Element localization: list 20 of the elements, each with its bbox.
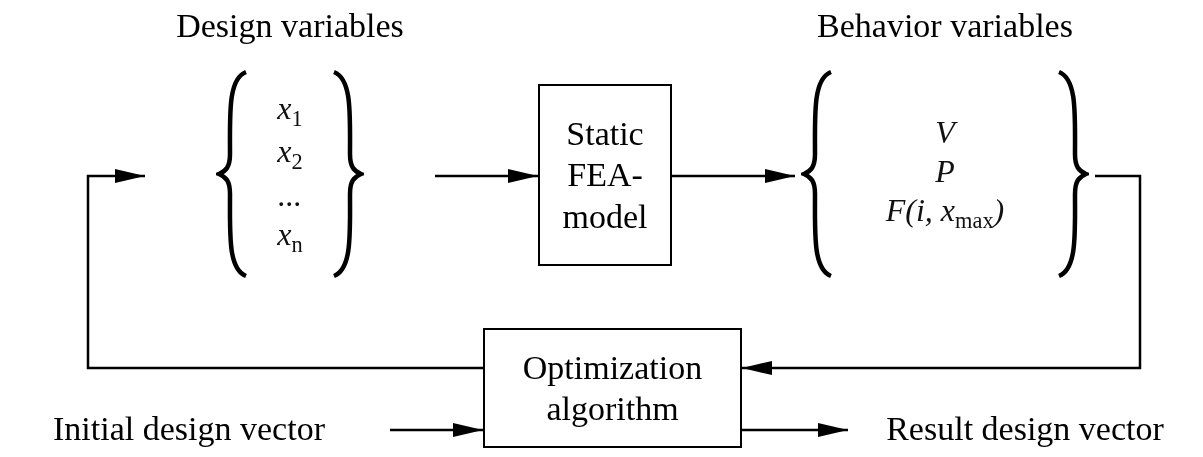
set-heading: Behavior variables: [817, 6, 1073, 46]
set-heading: Design variables: [176, 6, 404, 46]
process-box: [538, 84, 672, 266]
arrow: [435, 169, 538, 183]
process-label: Static FEA-model: [561, 113, 649, 237]
arrow: [742, 174, 1142, 375]
variable-symbol: P: [935, 151, 955, 191]
variable-symbol: F(i, x$_{max}$): [885, 190, 1005, 235]
variable-symbol: x$_{n}$: [277, 215, 303, 259]
arrow: [672, 169, 795, 183]
io-label: Initial design vector: [53, 409, 325, 450]
io-label: Result design vector: [886, 409, 1164, 450]
variable-symbol: ...: [278, 176, 302, 216]
arrow: [742, 423, 848, 437]
arrow: [390, 423, 483, 437]
process-label: Optimization algorithm: [521, 347, 704, 429]
process-box: [483, 328, 742, 448]
variable-symbol: x$_{1}$: [277, 88, 303, 133]
variable-symbol: x$_{2}$: [277, 132, 303, 177]
arrow: [86, 169, 483, 370]
